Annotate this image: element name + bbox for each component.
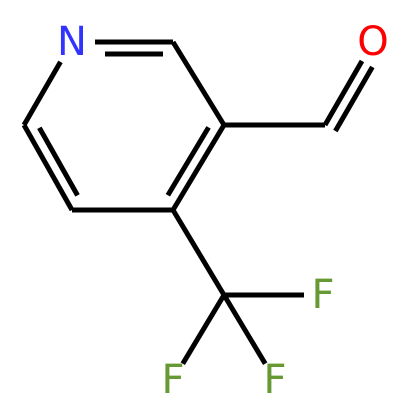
bond-c4-cf3: [170, 208, 227, 297]
atom-label-layer: N O F F F: [57, 19, 389, 403]
bond-c5-c6-inner: [37, 126, 80, 197]
atom-f2-label: F: [161, 357, 184, 403]
bond-c2-c3: [170, 40, 227, 127]
bond-layer: [21, 39, 375, 365]
atom-f3-label: F: [263, 357, 286, 403]
bond-cf3-f2: [180, 293, 227, 365]
atom-o-label: O: [357, 19, 388, 65]
bond-c3-c4-inner: [165, 126, 211, 197]
bond-cf3-f3: [221, 293, 268, 365]
bond-c3-c4: [170, 123, 227, 212]
bond-c5-c6: [21, 123, 75, 212]
bond-cho-o-second: [333, 65, 375, 133]
bond-c6-n1: [21, 60, 63, 127]
atom-f1-label: F: [311, 272, 334, 318]
bond-cho-o: [322, 59, 365, 127]
atom-n1-label: N: [57, 19, 87, 65]
